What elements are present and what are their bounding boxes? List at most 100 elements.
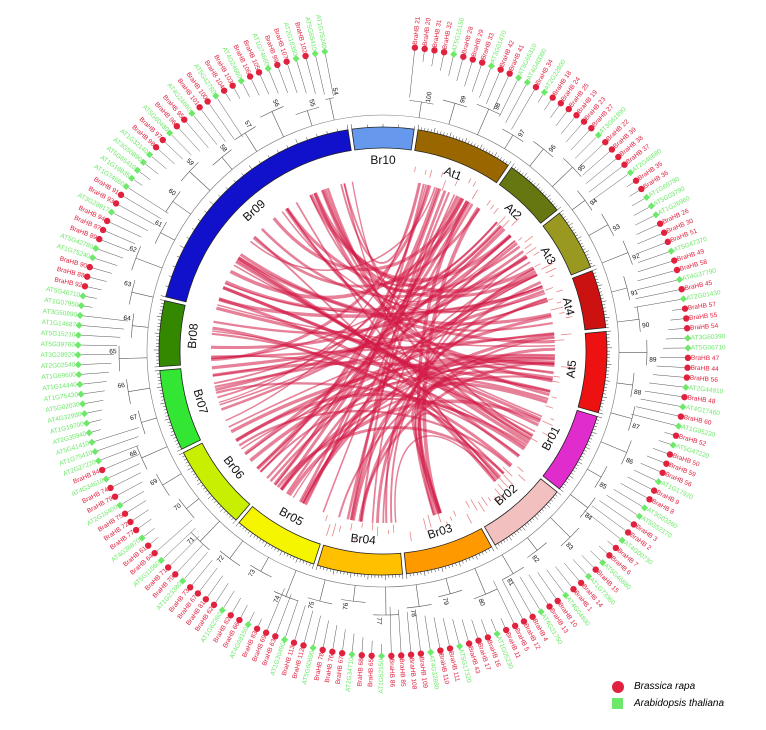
bootstrap-value: 63 xyxy=(123,280,132,289)
chromosome-tick xyxy=(424,571,425,576)
chromosome-tick xyxy=(240,525,242,527)
chromosome-tick xyxy=(604,390,607,391)
chromosome-tick xyxy=(220,508,224,512)
chromosome-tick xyxy=(605,317,610,318)
chromosome-tick xyxy=(201,485,203,487)
tree-branch xyxy=(269,71,278,93)
tree-branch xyxy=(617,319,639,322)
tree-branch xyxy=(645,391,682,397)
tree-branch xyxy=(432,53,434,66)
chromosome-tick xyxy=(434,128,435,133)
chromosome-tick xyxy=(218,195,220,197)
tree-branch xyxy=(479,69,490,98)
density-mark xyxy=(453,511,455,516)
chromosome-tick xyxy=(264,543,267,547)
density-mark xyxy=(561,334,572,335)
tree-branch xyxy=(258,619,261,626)
legend-item-brassica: Brassica rapa xyxy=(612,678,764,695)
chromosome-tick xyxy=(589,438,592,439)
brassica-leaf-circle-icon xyxy=(100,227,106,233)
density-mark xyxy=(526,247,536,254)
density-mark xyxy=(468,179,470,184)
chromosome-tick xyxy=(351,124,352,129)
leaf-label: BraHB 48 xyxy=(687,394,716,405)
chromosome-tick xyxy=(229,515,231,517)
tree-branch xyxy=(505,135,513,149)
leaf-label: BraHB 57 xyxy=(688,301,717,312)
chromosome-tick xyxy=(588,441,591,442)
leaf-label: BraHB 47 xyxy=(691,355,720,363)
chromosome-label-br01: Br01 xyxy=(539,424,563,453)
tree-branch xyxy=(670,319,683,320)
arabidopsis-leaf-diamond-icon xyxy=(75,371,82,378)
tree-branch xyxy=(599,501,631,523)
tree-branch xyxy=(132,326,148,328)
chromosome-tick xyxy=(584,450,587,451)
chromosome-tick xyxy=(549,502,551,504)
chromosome-tick xyxy=(462,561,463,564)
chromosome-tick xyxy=(300,559,301,562)
chromosome-tick xyxy=(560,489,564,492)
tree-branch xyxy=(243,84,250,97)
tree-branch xyxy=(132,292,153,297)
tree-branch xyxy=(634,299,680,307)
chromosome-tick xyxy=(418,125,419,130)
brassica-leaf-circle-icon xyxy=(96,236,102,242)
chromosome-tick xyxy=(337,129,338,132)
tree-branch xyxy=(668,328,684,329)
chromosome-tick xyxy=(598,413,603,414)
chromosome-tick xyxy=(492,152,493,155)
chromosome-tick xyxy=(517,531,519,533)
chromosome-tick xyxy=(512,534,514,536)
chromosome-tick xyxy=(563,216,565,218)
tree-branch xyxy=(151,537,159,543)
tree-branch xyxy=(390,607,391,653)
chromosome-tick xyxy=(187,237,190,239)
chromosome-tick xyxy=(160,310,163,311)
tree-branch xyxy=(192,560,212,585)
tree-branch xyxy=(410,51,415,98)
brassica-leaf-circle-icon xyxy=(339,650,345,656)
brassica-leaf-circle-icon xyxy=(283,58,289,64)
chromosome-tick xyxy=(549,199,551,201)
chromosome-br08 xyxy=(159,301,185,367)
tree-branch xyxy=(163,474,182,485)
tree-branch xyxy=(88,287,102,290)
leaf-label: AT5G39760 xyxy=(40,341,75,349)
tree-branch xyxy=(161,233,175,241)
chromosome-tick xyxy=(333,570,334,575)
chromosome-tick xyxy=(160,403,165,404)
chromosome-tick xyxy=(437,131,438,134)
chromosome-tick xyxy=(197,482,201,485)
tree-branch xyxy=(241,605,248,617)
chromosome-tick xyxy=(591,435,594,436)
density-mark xyxy=(503,467,512,476)
tree-branch xyxy=(472,620,478,638)
tree-branch xyxy=(583,151,610,175)
chromosome-tick xyxy=(173,437,176,438)
chromosome-tick xyxy=(347,125,348,130)
tree-branch xyxy=(416,585,419,607)
chromosome-tick xyxy=(204,211,206,213)
chromosome-tick xyxy=(577,237,581,240)
chromosome-tick xyxy=(555,495,557,497)
brassica-leaf-circle-icon xyxy=(368,653,374,659)
tree-branch xyxy=(201,110,225,142)
chromosome-tick xyxy=(572,229,575,231)
tree-branch xyxy=(472,65,481,91)
chromosome-tick xyxy=(449,565,450,568)
arabidopsis-leaf-diamond-icon xyxy=(321,48,328,55)
tree-branch xyxy=(591,174,628,200)
bootstrap-value: 80 xyxy=(477,598,486,608)
chromosome-tick xyxy=(530,520,532,522)
density-mark xyxy=(482,497,488,506)
chromosome-tick xyxy=(177,256,180,257)
tree-branch xyxy=(617,383,633,385)
bootstrap-value: 65 xyxy=(109,348,117,355)
tree-branch xyxy=(297,62,306,94)
chromosome-tick xyxy=(242,527,244,529)
chromosome-tick xyxy=(184,459,187,460)
tree-branch xyxy=(90,420,102,423)
chromosome-tick xyxy=(486,149,487,152)
bootstrap-value: 73 xyxy=(247,568,257,578)
